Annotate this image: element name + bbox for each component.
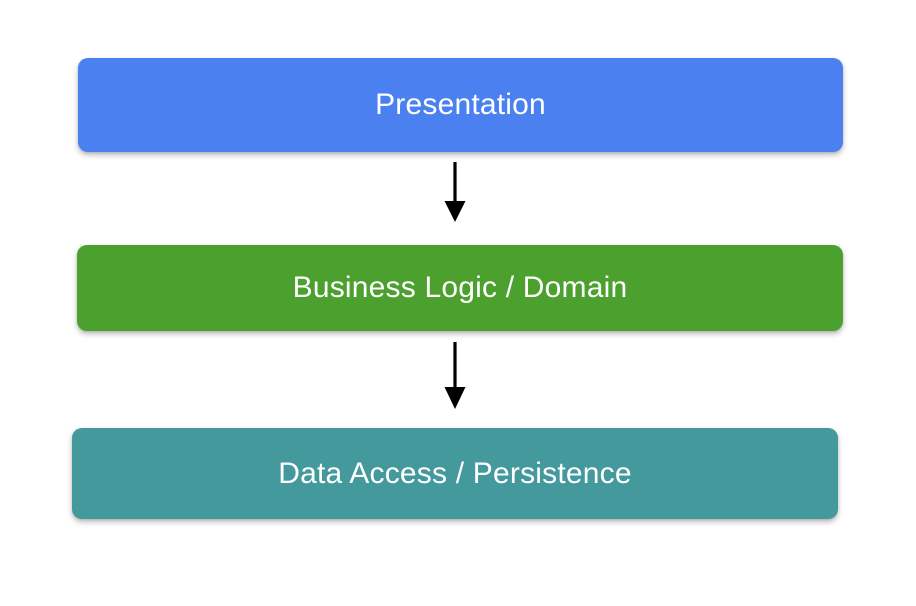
layer-label-presentation: Presentation — [375, 88, 546, 121]
arrow-down-icon — [444, 162, 466, 222]
arrow-business-to-data — [425, 340, 485, 412]
layer-label-business-logic: Business Logic / Domain — [292, 271, 628, 304]
layer-label-data-access: Data Access / Persistence — [278, 456, 632, 490]
arrow-presentation-to-business — [425, 160, 485, 224]
layer-box-presentation[interactable]: Presentation — [78, 58, 843, 152]
arrow-down-icon — [444, 342, 466, 409]
layer-box-data-access[interactable]: Data Access / Persistence — [72, 428, 838, 519]
layer-box-business-logic[interactable]: Business Logic / Domain — [77, 245, 843, 331]
